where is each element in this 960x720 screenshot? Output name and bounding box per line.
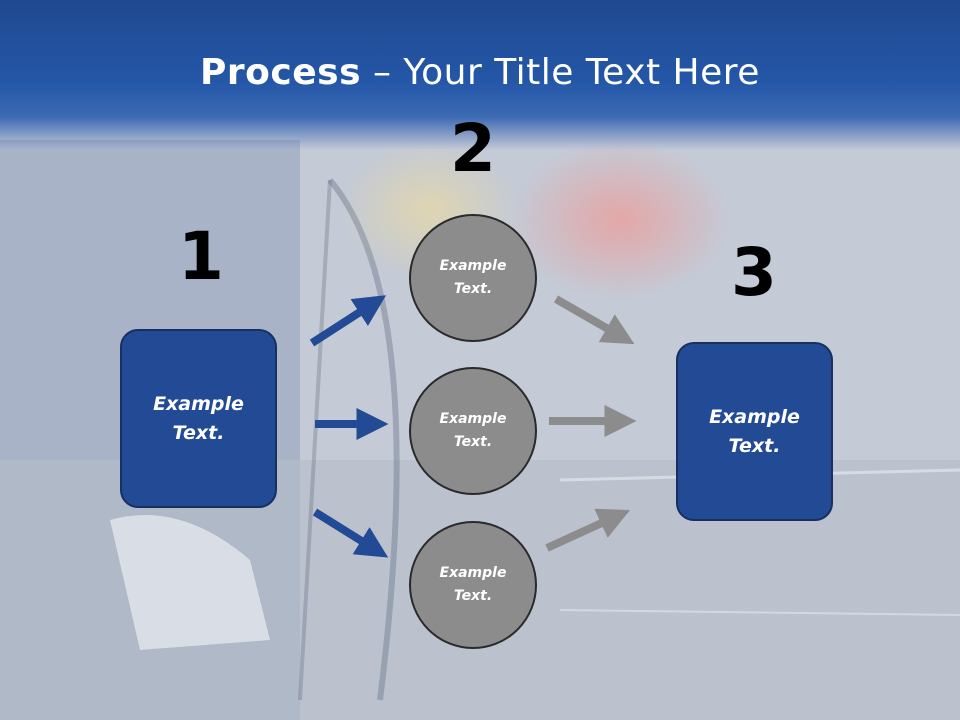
- step-number-3: 3: [731, 234, 777, 311]
- title-bold: Process: [200, 52, 362, 93]
- left-box-line2: Text.: [172, 421, 225, 444]
- step-number-1: 1: [178, 218, 224, 295]
- circle-middle-line1: Example: [439, 411, 507, 427]
- step-number-2: 2: [450, 110, 496, 187]
- left-box-line1: Example: [153, 392, 244, 415]
- circle-middle-line2: Text.: [453, 434, 493, 450]
- left-box: Example Text.: [120, 329, 277, 508]
- circle-top: Example Text.: [409, 214, 537, 342]
- circle-top-line1: Example: [439, 258, 507, 274]
- right-box-line1: Example: [709, 405, 800, 428]
- arrow-left-to-bottom: [312, 508, 389, 558]
- circle-top-line2: Text.: [453, 281, 493, 297]
- arrow-left-to-top: [309, 295, 387, 347]
- title-rest: – Your Title Text Here: [361, 52, 760, 93]
- right-box-line2: Text.: [728, 434, 781, 457]
- slide-title: Process – Your Title Text Here: [0, 52, 960, 93]
- circle-bottom: Example Text.: [409, 521, 537, 649]
- right-box: Example Text.: [676, 342, 833, 521]
- circle-bottom-line2: Text.: [453, 588, 493, 604]
- title-bar: [0, 0, 960, 150]
- arrow-bottom-to-right: [545, 508, 631, 552]
- circle-bottom-line1: Example: [439, 565, 507, 581]
- arrow-top-to-right: [554, 295, 635, 345]
- circle-middle: Example Text.: [409, 367, 537, 495]
